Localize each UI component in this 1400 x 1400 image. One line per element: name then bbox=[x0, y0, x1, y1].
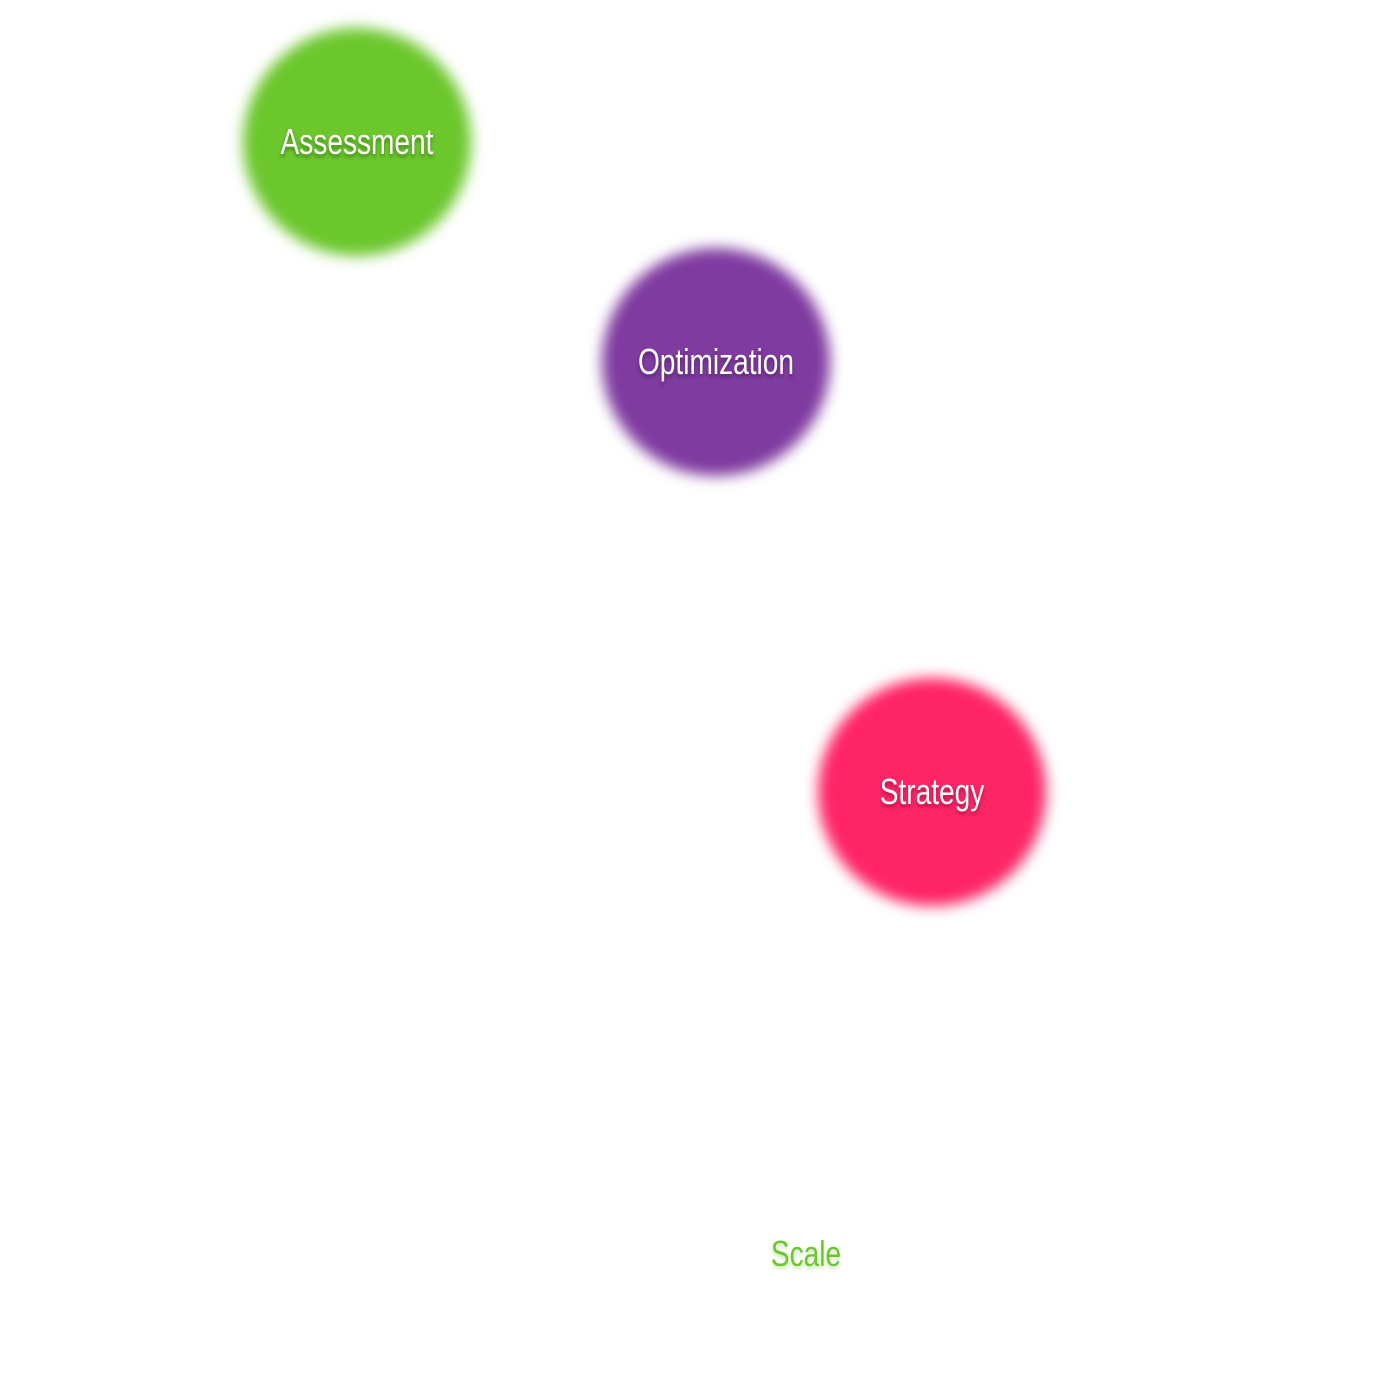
node-strategy: Strategy bbox=[812, 672, 1052, 912]
node-label: Assessment bbox=[280, 121, 434, 162]
node-assessment: Assessment bbox=[237, 22, 477, 262]
node-circle bbox=[243, 28, 471, 256]
node-label: Strategy bbox=[879, 771, 985, 812]
node-scale: Scale bbox=[686, 1134, 926, 1374]
node-circle bbox=[692, 1140, 920, 1368]
node-optimization: Optimization bbox=[596, 242, 836, 482]
node-label: Optimization bbox=[637, 341, 795, 382]
node-label: Scale bbox=[770, 1233, 842, 1274]
node-circle bbox=[818, 678, 1046, 906]
node-circle bbox=[602, 248, 830, 476]
